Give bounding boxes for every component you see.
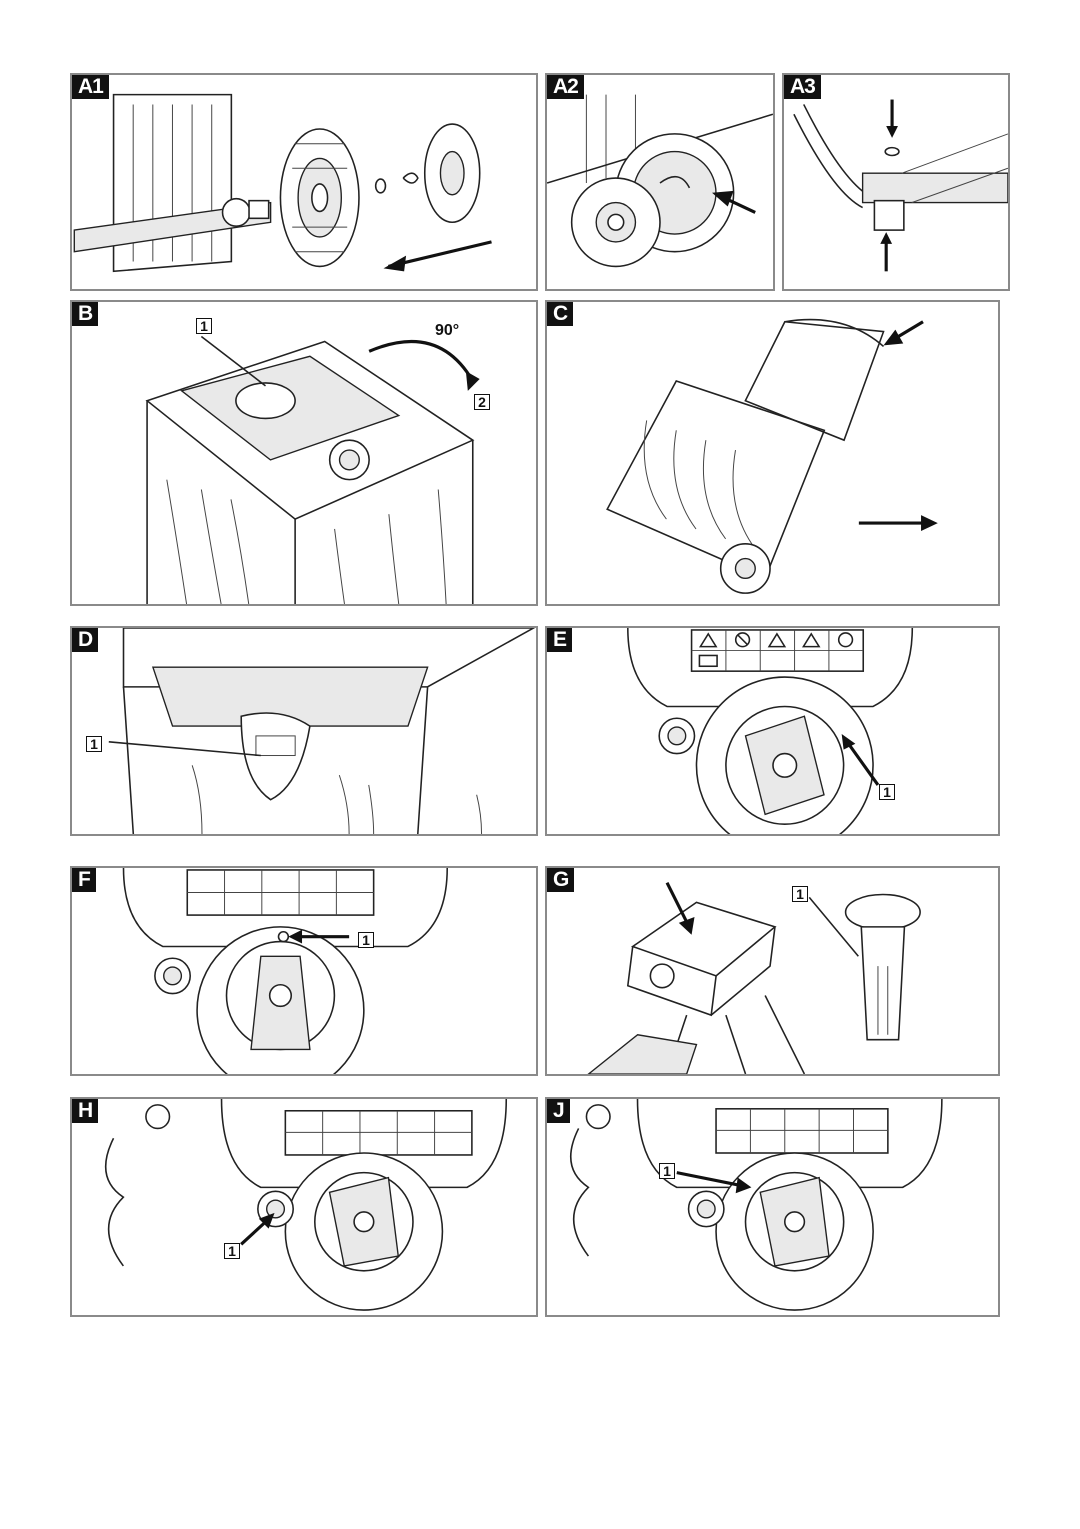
panel-a3: A3 xyxy=(782,73,1010,291)
safety-icon-strip xyxy=(690,629,865,672)
callout-1: 1 xyxy=(224,1243,240,1259)
top-housing-illustration xyxy=(145,335,480,604)
callout-1: 1 xyxy=(792,886,808,902)
wheel-assembly-illustration xyxy=(73,93,492,273)
transport-position-illustration xyxy=(606,318,938,594)
panel-label: A1 xyxy=(72,75,109,99)
panel-f: F 1 xyxy=(70,866,538,1076)
panel-a2: A2 xyxy=(545,73,775,291)
panel-label: H xyxy=(72,1099,99,1123)
callout-1: 1 xyxy=(86,736,102,752)
panel-label: D xyxy=(72,628,99,652)
panel-label: J xyxy=(547,1099,570,1123)
rotation-angle-label: 90° xyxy=(435,322,460,339)
panel-g: G 1 xyxy=(545,866,1000,1076)
panel-e: E 1 xyxy=(545,626,1000,836)
pusher-tool-illustration xyxy=(587,882,921,1074)
callout-1: 1 xyxy=(196,318,212,334)
panel-label: A3 xyxy=(784,75,821,99)
callout-1: 1 xyxy=(879,784,895,800)
wheel-clip-illustration xyxy=(547,94,773,268)
panel-j: J 1 xyxy=(545,1097,1000,1317)
panel-label: B xyxy=(72,302,99,326)
panel-label: F xyxy=(72,868,96,892)
switch-housing-illustration xyxy=(108,628,536,834)
panel-h: H 1 xyxy=(70,1097,538,1317)
panel-label: E xyxy=(547,628,573,652)
callout-1: 1 xyxy=(358,932,374,948)
panel-label: A2 xyxy=(547,75,584,99)
rotary-knob-illustration xyxy=(627,628,914,834)
panel-a1: A1 xyxy=(70,73,538,291)
panel-d: D 1 xyxy=(70,626,538,836)
knob-position-illustration xyxy=(570,1099,943,1311)
callout-2: 2 xyxy=(474,394,490,410)
callout-1: 1 xyxy=(659,1163,675,1179)
panel-c: C xyxy=(545,300,1000,606)
handle-bolt-illustration xyxy=(793,99,1008,272)
panel-label: C xyxy=(547,302,574,326)
panel-b: B 1 90° 2 xyxy=(70,300,538,606)
knob-indicator-illustration xyxy=(122,868,449,1074)
panel-label: G xyxy=(547,868,575,892)
reset-button-illustration xyxy=(104,1099,508,1311)
